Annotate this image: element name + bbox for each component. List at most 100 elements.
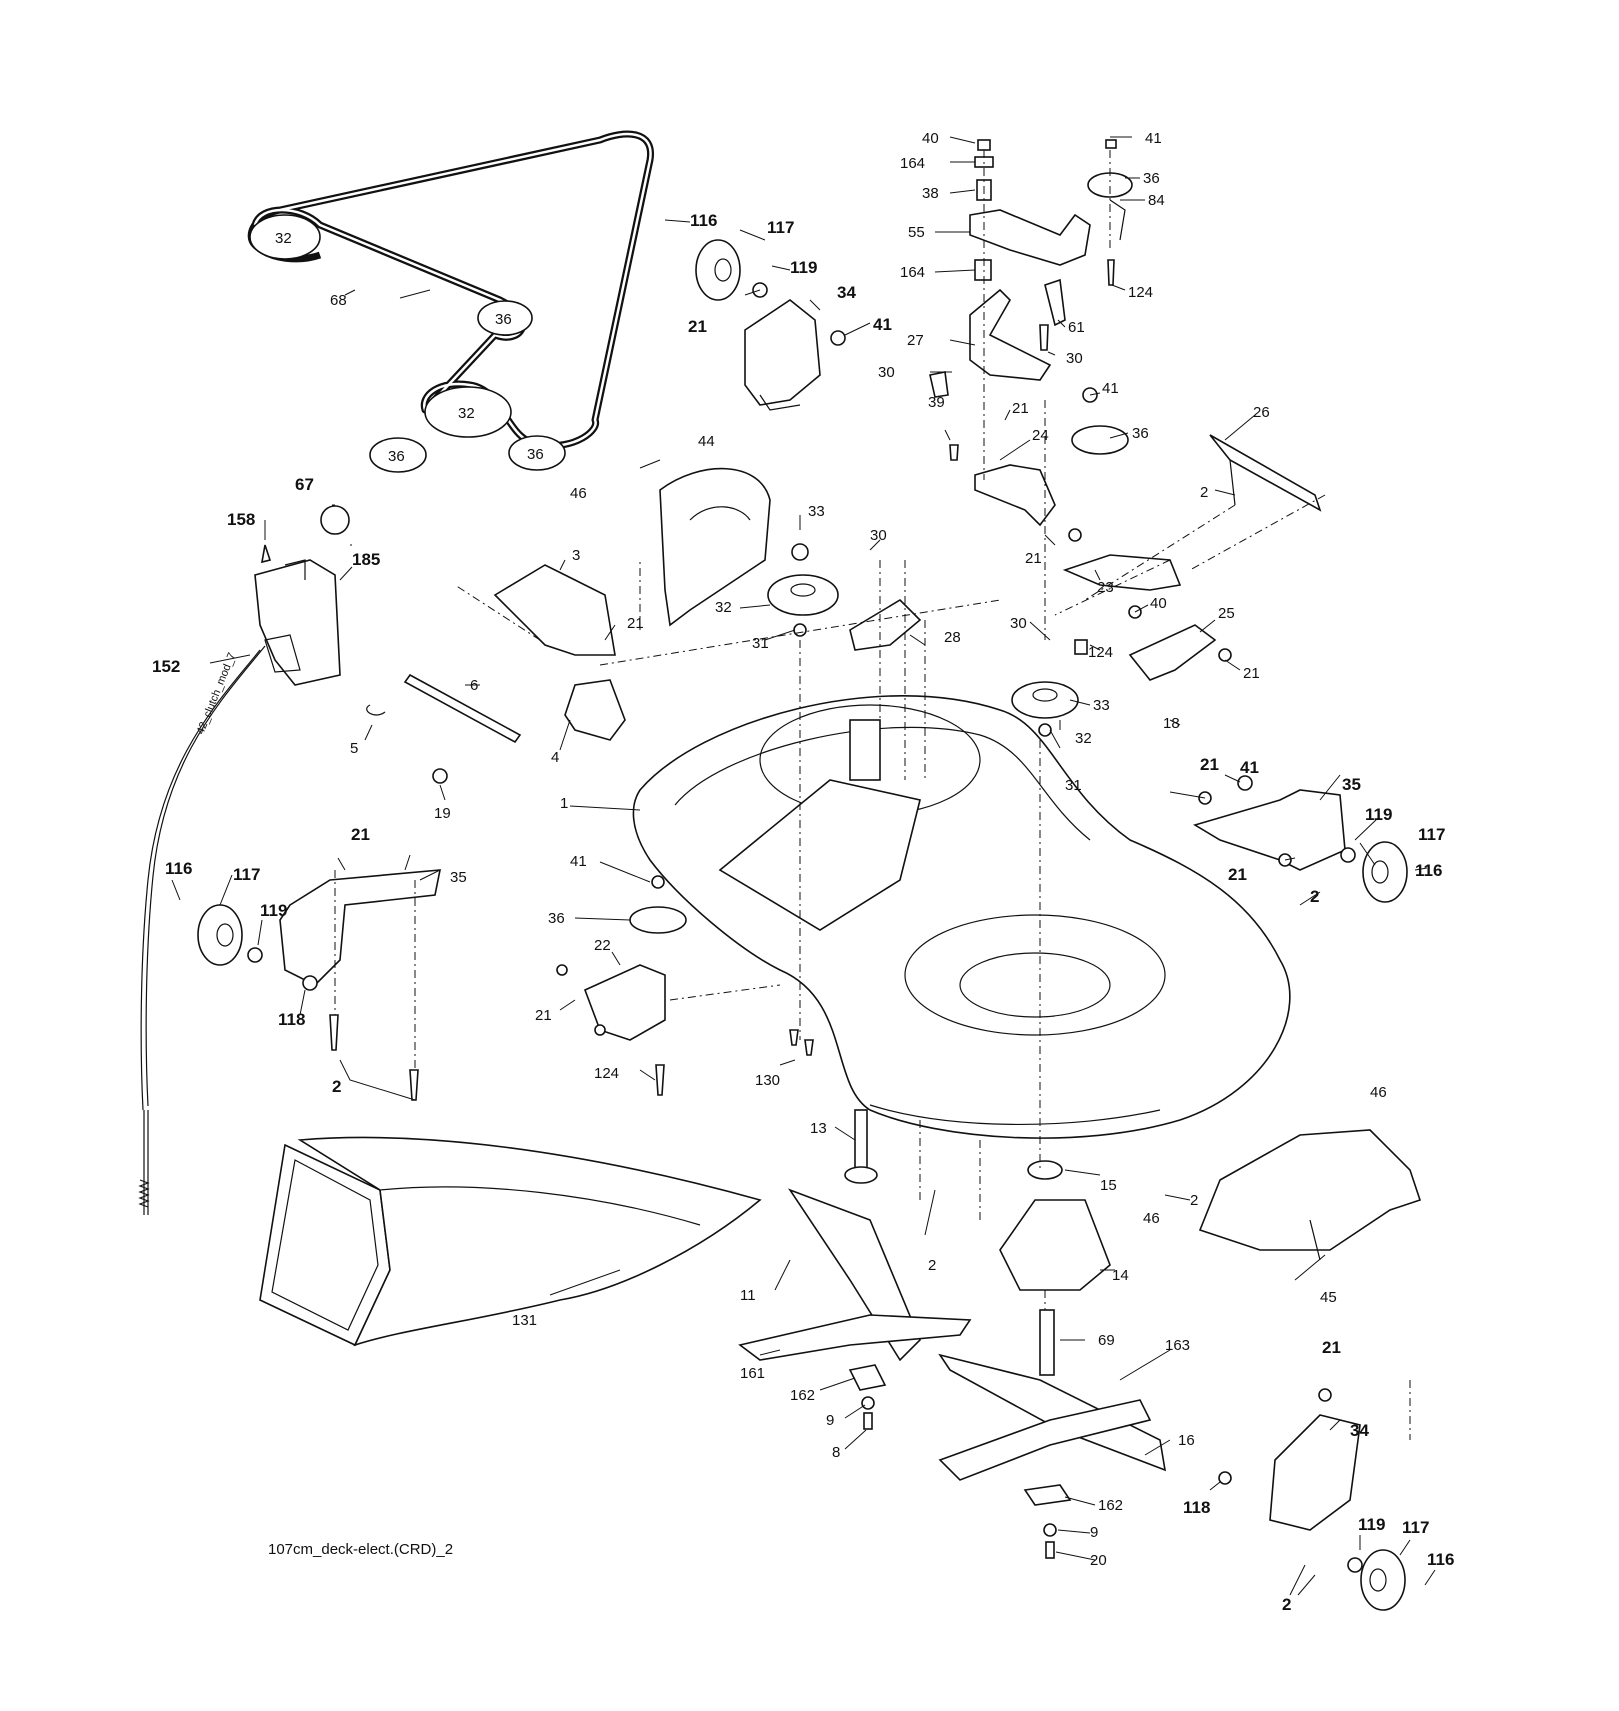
callout: 21: [627, 615, 644, 632]
washer-119-right: [1340, 847, 1356, 863]
callout: 36: [1143, 170, 1160, 187]
callout: 124: [1128, 284, 1153, 301]
callout: 117: [233, 865, 260, 884]
spindle-blade-right: [938, 1160, 1167, 1559]
bearing-15: [1027, 1160, 1063, 1180]
blade-163: [938, 1353, 1167, 1472]
pulley-label: 36: [495, 311, 512, 328]
callout: 119: [1365, 805, 1392, 824]
pulley-32-right: [1011, 681, 1079, 719]
callout: 31: [752, 635, 769, 652]
callout: 38: [922, 185, 939, 202]
callout: 21: [351, 825, 370, 844]
pulley-36-lower: [629, 906, 687, 934]
nut-21-right-b: [1218, 648, 1232, 662]
center-pulley-group: [366, 467, 922, 784]
tension-arm-assembly: [929, 139, 1133, 461]
bracket-24: [974, 464, 1056, 527]
callout: 26: [1253, 404, 1270, 421]
callout: 33: [1093, 697, 1110, 714]
callout: 116: [165, 859, 192, 878]
pulley-label: 36: [388, 448, 405, 465]
callout: 8: [832, 1444, 840, 1461]
callout-labels: 40 41 164 36 38 84 55 164 124 61 27 30 3…: [152, 130, 1454, 1614]
callout: 23: [1097, 579, 1114, 596]
callout: 9: [1090, 1524, 1098, 1541]
callout: 16: [1178, 1432, 1195, 1449]
screw-158: [260, 544, 272, 564]
callout: 30: [1010, 615, 1027, 632]
callout: 117: [1418, 825, 1445, 844]
callout: 32: [715, 599, 732, 616]
nut-41-lower: [651, 875, 665, 889]
bracket-35-right: [1193, 789, 1346, 871]
callout: 61: [1068, 319, 1085, 336]
callout: 152: [152, 657, 180, 676]
callout: 20: [1090, 1552, 1107, 1569]
nut-41-top: [830, 330, 846, 346]
callout: 36: [548, 910, 565, 927]
callout: 21: [1322, 1338, 1341, 1357]
callout: 21: [688, 317, 707, 336]
bracket-162-left: [848, 1364, 887, 1391]
callout: 36: [1132, 425, 1149, 442]
callout: 21: [1228, 865, 1247, 884]
callout: 41: [873, 315, 892, 334]
nut-40-top: [977, 139, 991, 151]
pulley-36-mid: [1071, 425, 1129, 455]
lower-left-bracket: [556, 875, 814, 1096]
bushing-164: [974, 259, 992, 281]
pulley-label: 36: [527, 446, 544, 463]
callout: 18: [1163, 715, 1180, 732]
callout: 130: [755, 1072, 780, 1089]
callout: 46: [570, 485, 587, 502]
bracket-26: [1209, 434, 1322, 512]
callout: 21: [1243, 665, 1260, 682]
callout: 25: [1218, 605, 1235, 622]
bracket-162-right: [1023, 1484, 1072, 1506]
right-idler-assembly: [1193, 775, 1408, 903]
callout: 35: [450, 869, 467, 886]
callout: 158: [227, 510, 255, 529]
blade-161: [738, 1314, 972, 1361]
nut-33-center: [791, 543, 809, 561]
callout: 24: [1032, 427, 1049, 444]
callout: 40: [922, 130, 939, 147]
callout: 163: [1165, 1337, 1190, 1354]
callout: 117: [1402, 1518, 1429, 1537]
callout: 118: [278, 1010, 305, 1029]
bracket-3: [493, 564, 616, 656]
spindle-shaft-69: [1039, 1309, 1055, 1376]
bracket-25: [1128, 624, 1217, 681]
cable-marking: 42_clutch_mod_7: [195, 651, 239, 736]
belt-pulley-36-right: [508, 435, 566, 471]
callout: 67: [295, 475, 314, 494]
callout: 46: [1143, 1210, 1160, 1227]
callout: 4: [551, 749, 559, 766]
callout: 124: [594, 1065, 619, 1082]
belt-pulley-36-mid: [477, 300, 533, 336]
callout: 1: [560, 795, 568, 812]
spindle-shaft-13: [854, 1109, 868, 1171]
bolt-8: [863, 1412, 873, 1430]
blade-16: [938, 1399, 1152, 1481]
idler-wheel-117-lower: [1360, 1549, 1406, 1611]
spindle-blade-left: [738, 1109, 972, 1430]
callout: 21: [535, 1007, 552, 1024]
callout: 35: [1342, 775, 1361, 794]
callout: 45: [1320, 1289, 1337, 1306]
deck-shield-45: [1198, 1129, 1422, 1261]
spindle-housing-14: [999, 1199, 1111, 1291]
left-idler-assembly: [197, 869, 441, 1101]
washer-119-lower: [1347, 1557, 1363, 1573]
clutch-bracket-185: [254, 559, 341, 686]
callout: 164: [900, 264, 925, 281]
callout: 124: [1088, 644, 1113, 661]
callout: 131: [512, 1312, 537, 1329]
callout: 39: [928, 394, 945, 411]
belt-pulley-32-bottom: [424, 386, 512, 438]
callout: 41: [1145, 130, 1162, 147]
bracket-27: [969, 288, 1052, 381]
bracket-4: [564, 679, 626, 741]
callout: 2: [1282, 1595, 1291, 1614]
